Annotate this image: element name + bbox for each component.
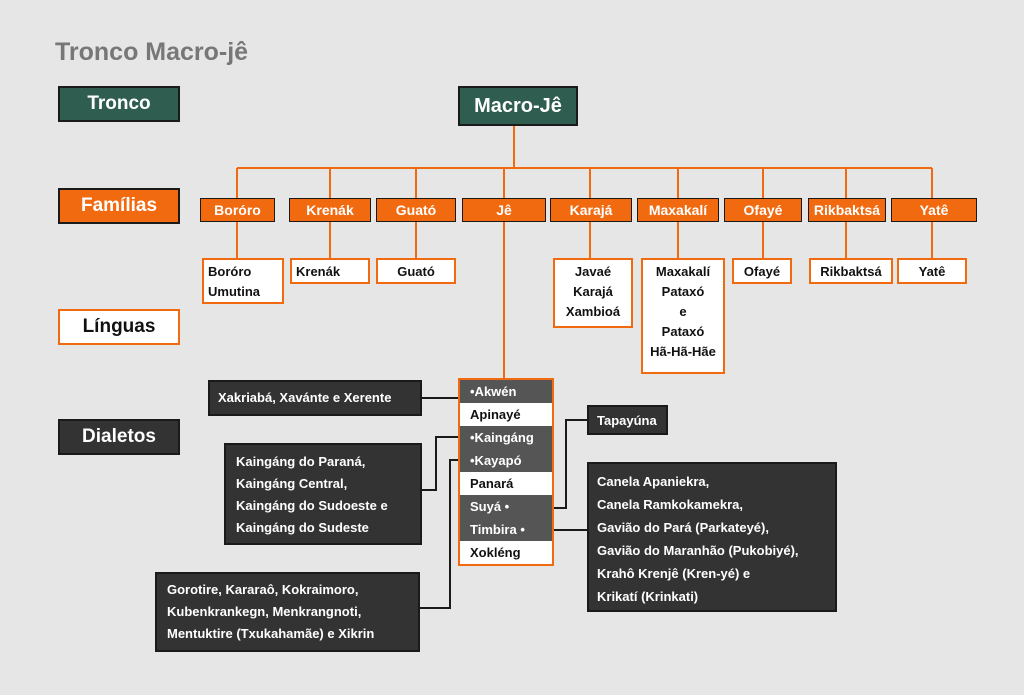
language-item: Pataxó — [661, 324, 705, 339]
family-maxakali: Maxakalí — [637, 198, 719, 222]
family-ofaye: Ofayé — [724, 198, 802, 222]
je-language-panara: Panará — [460, 472, 552, 495]
dialect-item: Kaingáng do Sudoeste e — [236, 498, 388, 513]
je-language-timbira: Timbira • — [460, 518, 552, 541]
family-yate: Yatê — [891, 198, 977, 222]
dialect-item: Kaingáng do Sudeste — [236, 520, 369, 535]
languages-karaja: Javaé Karajá Xambioá — [553, 258, 633, 328]
language-item: Guató — [397, 264, 435, 279]
language-item: Xambioá — [565, 304, 621, 319]
dialects-akwen: Xakriabá, Xavánte e Xerente — [208, 380, 422, 416]
je-language-kaingang: •Kaingáng — [460, 426, 552, 449]
dialect-item: Kaingáng do Paraná, — [236, 454, 366, 469]
dialect-item: Canela Apaniekra, — [597, 474, 710, 489]
dialects-timbira: Canela Apaniekra, Canela Ramkokamekra, G… — [587, 462, 837, 612]
je-language-suya: Suyá • — [460, 495, 552, 518]
language-item: Javaé — [574, 264, 612, 279]
root-macro-je: Macro-Jê — [458, 86, 578, 126]
languages-maxakali: Maxakalí Pataxó e Pataxó Hã-Hã-Hãe — [641, 258, 725, 374]
dialect-item: Krikatí (Krinkati) — [597, 589, 699, 604]
je-languages-list: •Akwén Apinayé •Kaingáng •Kayapó Panará … — [458, 378, 554, 566]
dialects-kaingang: Kaingáng do Paraná, Kaingáng Central, Ka… — [224, 443, 422, 545]
label-linguas: Línguas — [58, 309, 180, 345]
dialects-kayapo: Gorotire, Kararaô, Kokraimoro, Kubenkran… — [155, 572, 420, 652]
language-item: e — [679, 304, 687, 319]
languages-rikbaktsa: Rikbaktsá — [809, 258, 893, 284]
je-language-akwen: •Akwén — [460, 380, 552, 403]
language-item: Pataxó — [661, 284, 705, 299]
languages-bororo: Boróro Umutina — [202, 258, 284, 304]
language-item: Boróro — [208, 264, 252, 279]
family-karaja: Karajá — [550, 198, 632, 222]
label-tronco: Tronco — [58, 86, 180, 122]
languages-yate: Yatê — [897, 258, 967, 284]
dialect-item: Mentuktire (Txukahamãe) e Xikrin — [167, 626, 375, 641]
label-familias: Famílias — [58, 188, 180, 224]
dialect-item: Kaingáng Central, — [236, 476, 348, 491]
languages-guato: Guató — [376, 258, 456, 284]
language-item: Ofayé — [743, 264, 781, 279]
dialect-item: Gorotire, Kararaô, Kokraimoro, — [167, 582, 359, 597]
language-item: Krenák — [296, 264, 341, 279]
family-guato: Guató — [376, 198, 456, 222]
dialect-item: Gavião do Maranhão (Pukobiyé), — [597, 543, 799, 558]
dialect-item: Krahô Krenjê (Kren-yé) e — [597, 566, 751, 581]
dialect-item: Kubenkrankegn, Menkrangnoti, — [167, 604, 362, 619]
je-language-kayapo: •Kayapó — [460, 449, 552, 472]
family-rikbaktsa: Rikbaktsá — [808, 198, 886, 222]
family-je: Jê — [462, 198, 546, 222]
family-bororo: Boróro — [200, 198, 275, 222]
dialects-suya: Tapayúna — [587, 405, 668, 435]
je-language-apinaye: Apinayé — [460, 403, 552, 426]
family-krenak: Krenák — [289, 198, 371, 222]
languages-ofaye: Ofayé — [732, 258, 792, 284]
label-dialetos: Dialetos — [58, 419, 180, 455]
language-item: Maxakalí — [655, 264, 711, 279]
language-item: Umutina — [208, 284, 260, 299]
dialect-item: Canela Ramkokamekra, — [597, 497, 743, 512]
language-item: Rikbaktsá — [820, 264, 882, 279]
language-item: Hã-Hã-Hãe — [650, 344, 716, 359]
languages-krenak: Krenák — [290, 258, 370, 284]
page-title: Tronco Macro-jê — [55, 38, 249, 66]
dialect-item: Gavião do Pará (Parkateyé), — [597, 520, 769, 535]
je-language-xokleng: Xokléng — [460, 541, 552, 564]
language-item: Karajá — [573, 284, 613, 299]
language-item: Yatê — [918, 264, 946, 279]
